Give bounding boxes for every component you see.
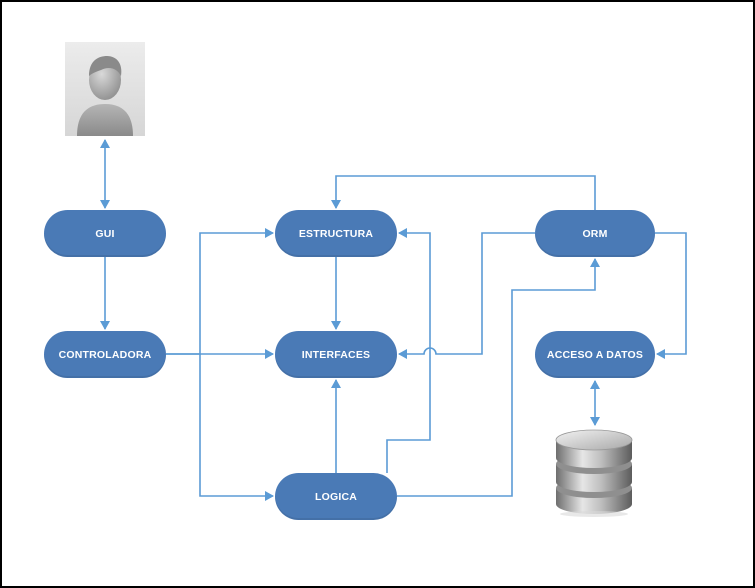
- node-logica: LOGICA: [275, 473, 397, 520]
- node-gui: GUI: [44, 210, 166, 257]
- node-acceso-datos: ACCESO A DATOS: [535, 331, 655, 378]
- node-estructura: ESTRUCTURA: [275, 210, 397, 257]
- connector-logica-estructura: [386, 228, 431, 473]
- database-icon: [553, 426, 635, 518]
- node-interfaces: INTERFACES: [275, 331, 397, 378]
- connector-orm-acceso: [655, 232, 687, 359]
- connector-bus-estructura: [166, 228, 274, 355]
- user-avatar-icon: [65, 42, 145, 136]
- connector-logica-orm: [397, 258, 600, 497]
- connector-bus-logica: [199, 354, 274, 501]
- connector-orm-estructura: [331, 175, 596, 210]
- node-orm: ORM: [535, 210, 655, 257]
- connector-orm-interfaces: [398, 232, 535, 359]
- node-controladora: CONTROLADORA: [44, 331, 166, 378]
